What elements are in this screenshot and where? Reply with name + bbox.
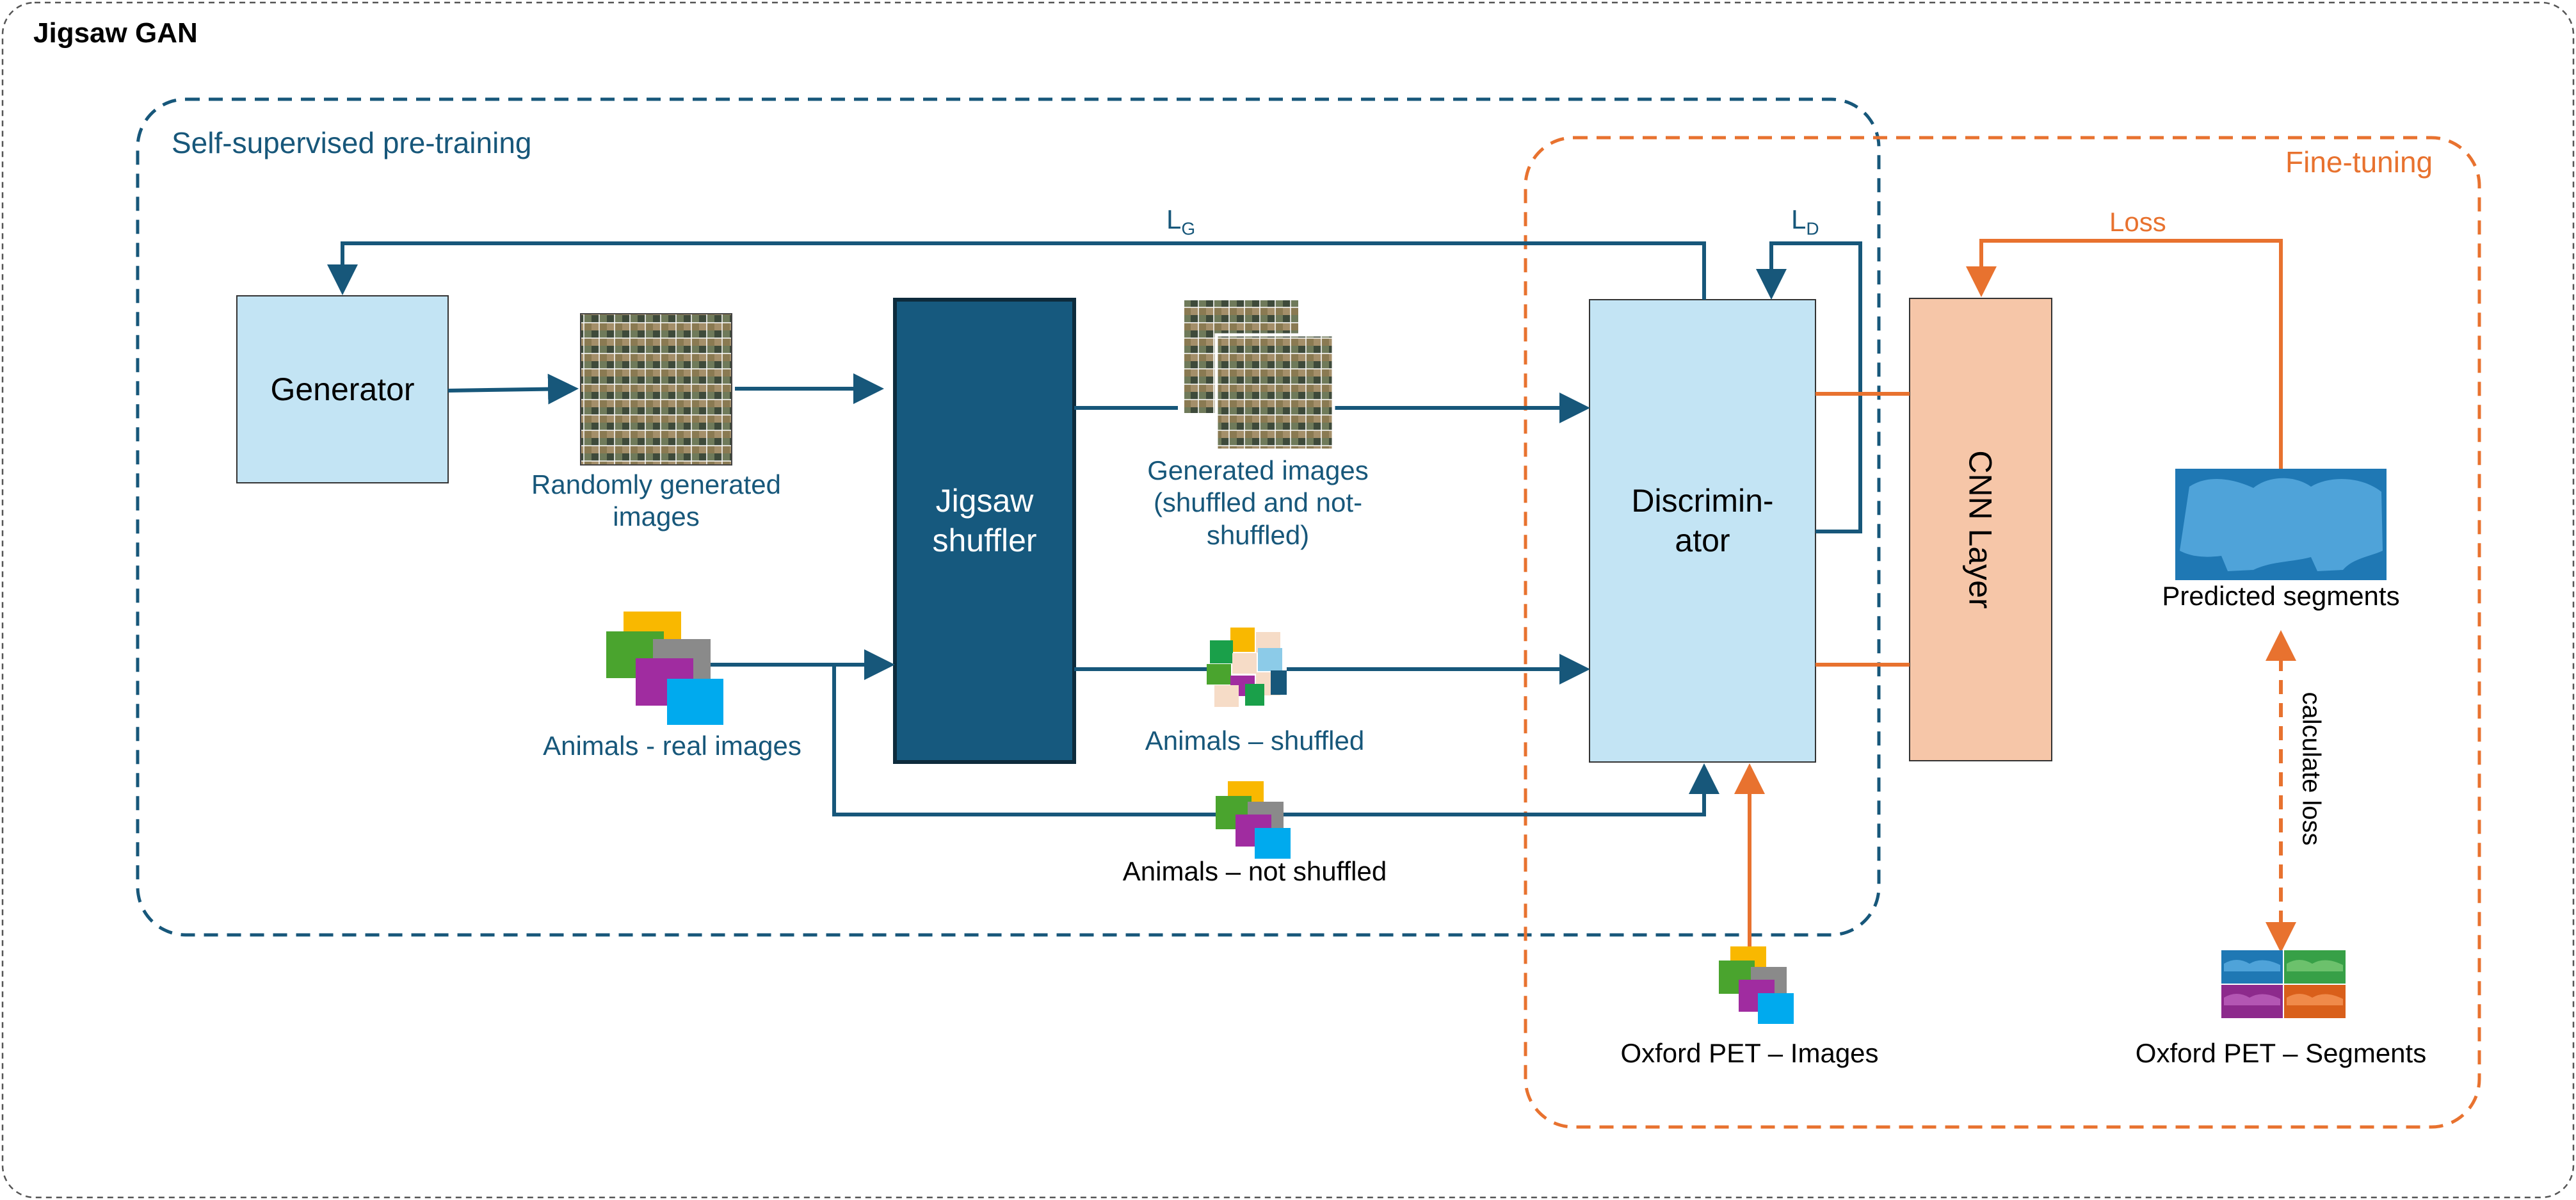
- diagram-title: Jigsaw GAN: [33, 17, 198, 49]
- predicted-segments-image: [2175, 469, 2387, 580]
- shuffler-label: Jigsaw shuffler: [932, 482, 1037, 559]
- lg-sub: G: [1181, 218, 1196, 239]
- animals-shuffled-icon: [1207, 628, 1287, 707]
- cnn-layer-box: [1909, 298, 2052, 761]
- animals-not-shuffled-label: Animals – not shuffled: [1122, 856, 1387, 886]
- pretraining-region-label: Self-supervised pre-training: [172, 126, 532, 159]
- loss-label: Loss: [2109, 207, 2166, 237]
- ld-label: LD: [1791, 204, 1819, 239]
- calculate-loss-label-wrap: calculate loss: [2279, 679, 2343, 858]
- predicted-segments-label: Predicted segments: [2162, 581, 2400, 611]
- finetuning-region-label: Fine-tuning: [2285, 145, 2433, 179]
- lg-label: LG: [1166, 204, 1195, 239]
- cnn-layer-label: CNN Layer: [1963, 450, 1999, 609]
- oxford-images-icon: [1719, 946, 1794, 1024]
- discriminator-label: Discrimin- ator: [1631, 482, 1774, 559]
- oxford-segments-image: [2221, 950, 2346, 1018]
- animals-shuffled-label: Animals – shuffled: [1145, 726, 1365, 756]
- generator-label: Generator: [270, 371, 415, 407]
- ld-sub: D: [1806, 218, 1819, 239]
- shuffler-box: [893, 298, 1076, 764]
- oxford-segments-label: Oxford PET – Segments: [2135, 1038, 2427, 1068]
- random-images-thumbnail: [580, 313, 732, 466]
- random-images-label: Randomly generated images: [531, 469, 781, 532]
- lg-main: L: [1166, 204, 1182, 234]
- generated-images-thumbnail: [1182, 298, 1335, 452]
- oxford-images-label: Oxford PET – Images: [1620, 1038, 1879, 1068]
- animals-real-images-icon: [606, 612, 723, 725]
- calculate-loss-label: calculate loss: [2297, 691, 2326, 846]
- arrow-generator-to-random: [447, 373, 579, 405]
- ld-main: L: [1791, 204, 1807, 234]
- generated-images-label: Generated images (shuffled and not- shuf…: [1147, 455, 1369, 550]
- arrow-lg-feedback: [327, 241, 1706, 300]
- animals-not-shuffled-icon: [1216, 781, 1291, 859]
- finetuning-region: [1524, 136, 2481, 1129]
- arrow-ld-feedback: [1756, 241, 1862, 533]
- animals-real-label: Animals - real images: [543, 731, 801, 761]
- cnn-layer-label-wrap: CNN Layer: [1910, 298, 2052, 761]
- arrow-loss-feedback: [1966, 239, 2283, 469]
